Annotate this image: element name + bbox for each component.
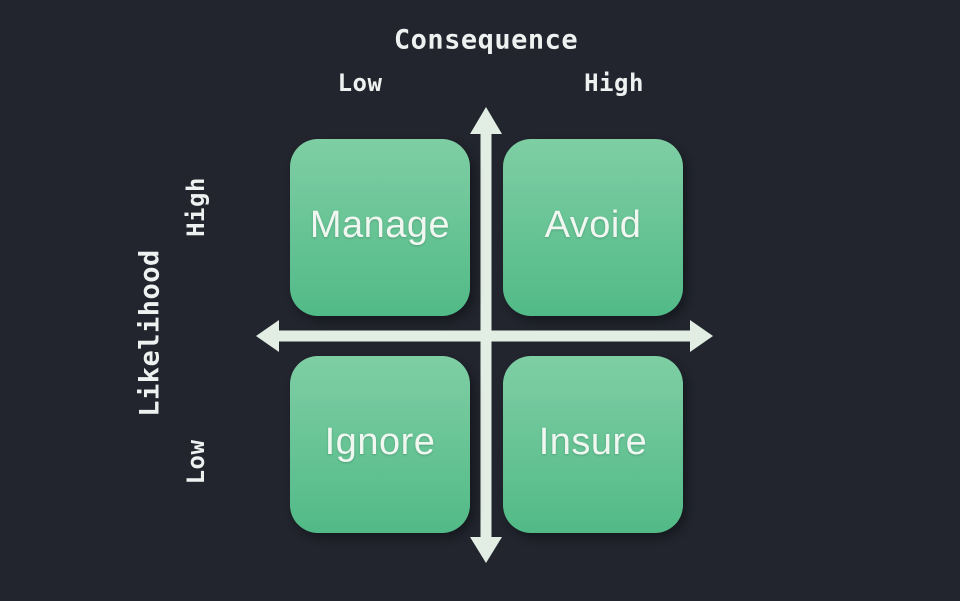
quadrant-insure-label: Insure: [538, 420, 648, 463]
quadrant-manage-label: Manage: [309, 203, 451, 246]
quadrant-avoid: Avoid: [503, 139, 683, 316]
quadrant-insure: Insure: [503, 356, 683, 533]
horizontal-axis-arrow: [256, 320, 713, 352]
quadrant-avoid-label: Avoid: [544, 203, 642, 246]
x-axis-high-label: High: [584, 69, 644, 97]
x-axis-low-label: Low: [337, 69, 383, 97]
quadrant-ignore-label: Ignore: [324, 420, 436, 463]
quadrant-manage: Manage: [290, 139, 470, 316]
quadrant-ignore: Ignore: [290, 356, 470, 533]
x-axis-title: Consequence: [393, 24, 579, 56]
